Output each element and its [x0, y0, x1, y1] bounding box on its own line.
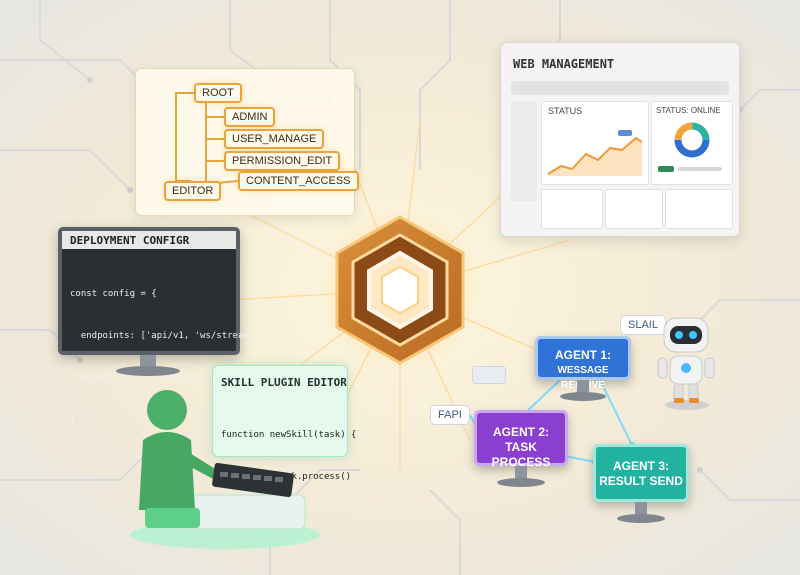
slail-bubble: SLAIL	[620, 315, 666, 335]
agent-1-monitor: AGENT 1: WESSAGE RECEIVE	[535, 336, 631, 391]
web-card-1	[541, 189, 603, 229]
tree-node-user-manage: USER_MANAGE	[224, 129, 325, 149]
web-management-window: WEB MANAGEMENT STATUS STATUS: ONLINE	[500, 42, 740, 237]
web-management-title: WEB MANAGEMENT	[513, 57, 615, 71]
status-chart-card: STATUS	[541, 101, 649, 185]
agent-3-label-line2: RESULT SEND	[599, 474, 683, 488]
monitor-stand	[140, 355, 156, 369]
tree-node-root: ROOT	[194, 83, 242, 103]
status-online-card: STATUS: ONLINE	[651, 101, 733, 185]
message-bubble-icon	[472, 366, 506, 384]
status-line-chart	[547, 130, 643, 176]
agent-1-label-line1: AGENT 1:	[554, 348, 611, 362]
web-sidebar	[511, 101, 537, 201]
agent-2-base	[497, 478, 545, 487]
agent-1-stand	[577, 380, 589, 394]
code-line: const config = {	[70, 289, 157, 299]
tree-node-permission-edit: PERMISSION_EDIT	[224, 151, 341, 171]
web-card-3	[665, 189, 733, 229]
monitor-base	[116, 366, 180, 376]
agent-3-stand	[635, 502, 647, 516]
code-line: }	[70, 415, 76, 425]
agent-3-monitor: AGENT 3: RESULT SEND	[593, 444, 689, 502]
agent-1-base	[560, 392, 606, 401]
agent-2-label-line2: TASK PROCESS	[491, 440, 551, 469]
person-figure	[130, 390, 320, 549]
deployment-config-monitor: DEPLOYMENT CONFIGR const config = { endp…	[58, 227, 265, 425]
donut-chart	[674, 122, 710, 158]
web-toolbar	[511, 81, 729, 95]
skill-editor-title: SKILL PLUGIN EDITOR	[221, 376, 347, 389]
online-indicator	[658, 166, 674, 172]
api-bubble: FAPI	[430, 405, 470, 425]
agent-2-label-line1: AGENT 2:	[492, 425, 549, 439]
tree-node-editor: EDITOR	[164, 181, 222, 201]
agent-2-monitor: AGENT 2: TASK PROCESS	[474, 410, 568, 469]
agent-3-base	[617, 514, 665, 523]
code-line: endpoints: ['api/v1, 'ws/stream'],	[70, 331, 266, 341]
web-card-2	[605, 189, 663, 229]
robot-icon	[657, 317, 715, 410]
deployment-title: DEPLOYMENT CONFIGR	[62, 231, 236, 249]
tree-node-admin: ADMIN	[224, 107, 276, 127]
tree-node-content-access: CONTENT_ACCESS	[238, 171, 359, 191]
online-bar	[678, 167, 722, 171]
skill-plugin-editor: SKILL PLUGIN EDITOR function newSkill(ta…	[212, 365, 356, 524]
agent-2-stand	[515, 466, 527, 480]
status-label: STATUS	[548, 106, 583, 116]
agent-3-label-line1: AGENT 3:	[612, 459, 669, 473]
status-online-label: STATUS: ONLINE	[656, 106, 721, 115]
code-line: function newSkill(task) {	[221, 430, 357, 440]
central-hub	[320, 205, 480, 375]
role-tree-panel: ROOT ADMIN USER_MANAGE PERMISSION_EDIT E…	[135, 68, 359, 216]
